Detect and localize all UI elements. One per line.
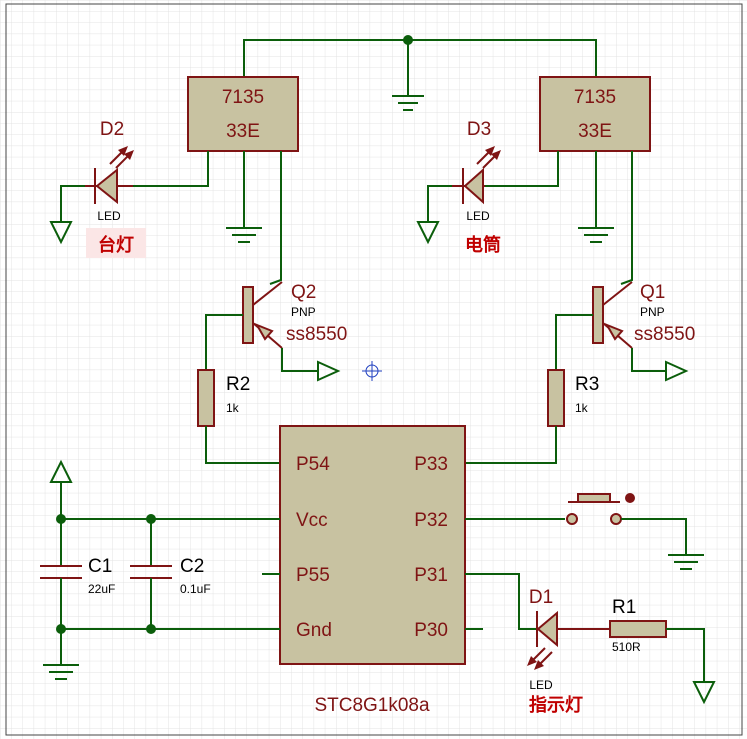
- sheet-border: [5, 3, 743, 736]
- note-bg-d2: [86, 228, 146, 258]
- mcu-name: STC8G1k08a: [314, 695, 430, 716]
- ground-arrow: [416, 221, 440, 245]
- r2-ref: R2: [226, 374, 250, 395]
- mcu-pin-p54: P54: [296, 454, 330, 475]
- c1-value: 22uF: [88, 582, 115, 596]
- led-d3-type: LED: [466, 209, 490, 223]
- crosshair-marker: [362, 361, 382, 381]
- regulator-left[interactable]: 7135 33E: [187, 76, 299, 152]
- r1-value: 510R: [612, 640, 641, 654]
- led-d2-note: 台灯: [98, 234, 134, 256]
- ground-arrow: [692, 681, 716, 705]
- q1-type: PNP: [640, 305, 665, 319]
- q2-part: ss8550: [286, 324, 347, 345]
- r1-ref: R1: [612, 597, 636, 618]
- c2-value: 0.1uF: [180, 582, 211, 596]
- led-d1[interactable]: [527, 610, 610, 670]
- ground-symbol: [43, 664, 79, 680]
- c2-ref: C2: [180, 556, 204, 577]
- mcu-chip[interactable]: P54 Vcc P55 Gnd P33 P32 P31 P30: [279, 425, 466, 665]
- led-d3[interactable]: [452, 146, 501, 205]
- ground-arrow: [317, 360, 341, 382]
- ground-symbol: [226, 227, 262, 243]
- top-rail: [243, 35, 597, 111]
- regulator-left-line1: 7135: [222, 87, 264, 108]
- r2-value: 1k: [226, 401, 240, 415]
- r3-value: 1k: [575, 401, 589, 415]
- resistor-r3[interactable]: [547, 369, 565, 427]
- ground-symbol: [578, 227, 614, 243]
- mcu-pin-p30: P30: [414, 620, 448, 641]
- ground-symbol: [392, 95, 424, 111]
- led-d2-ref: D2: [100, 119, 124, 140]
- resistor-r2[interactable]: [197, 369, 215, 427]
- ground-arrow: [665, 360, 689, 382]
- mcu-pin-p32: P32: [414, 510, 448, 531]
- led-d2-type: LED: [97, 209, 121, 223]
- regulator-right-line1: 7135: [574, 87, 616, 108]
- regulator-right[interactable]: 7135 33E: [539, 76, 651, 152]
- led-d1-ref: D1: [529, 587, 553, 608]
- c1-ref: C1: [88, 556, 112, 577]
- ground-symbol: [668, 554, 704, 570]
- regulator-left-line2: 33E: [226, 121, 260, 142]
- q1-part: ss8550: [634, 324, 695, 345]
- regulator-right-line2: 33E: [578, 121, 612, 142]
- mcu-pin-p33: P33: [414, 454, 448, 475]
- mcu-pin-p31: P31: [414, 565, 448, 586]
- ground-arrow: [49, 221, 73, 245]
- resistor-r1[interactable]: [609, 620, 667, 638]
- push-button[interactable]: [566, 493, 635, 525]
- capacitor-c1[interactable]: [40, 519, 82, 629]
- led-d1-type: LED: [529, 678, 553, 692]
- mcu-pin-vcc: Vcc: [296, 510, 328, 531]
- q2-ref: Q2: [291, 282, 316, 303]
- led-d3-ref: D3: [467, 119, 491, 140]
- mcu-pin-p55: P55: [296, 565, 330, 586]
- power-arrow: [49, 459, 73, 483]
- mcu-pin-gnd: Gnd: [296, 620, 332, 641]
- led-d1-note: 指示灯: [529, 694, 583, 716]
- q1-ref: Q1: [640, 282, 665, 303]
- led-d2[interactable]: [85, 146, 134, 205]
- q2-type: PNP: [291, 305, 316, 319]
- r3-ref: R3: [575, 374, 599, 395]
- led-d3-note: 电筒: [465, 234, 501, 256]
- capacitor-c2[interactable]: [130, 519, 172, 629]
